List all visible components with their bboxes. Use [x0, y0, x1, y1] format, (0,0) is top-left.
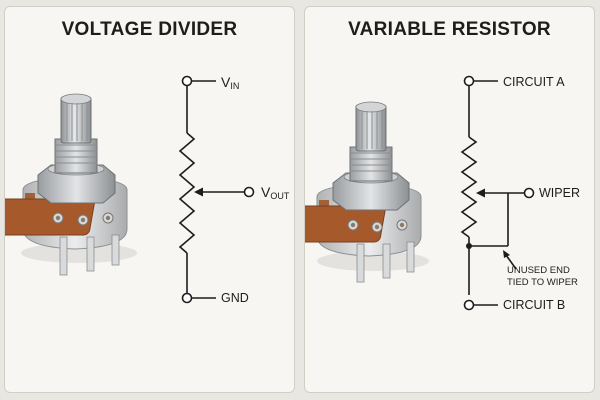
- vout-label: VOUT: [261, 184, 290, 201]
- voltage-divider-schematic: [178, 75, 255, 304]
- note-line-2: TIED TO WIPER: [507, 277, 578, 288]
- variable-resistor-graphic: [305, 75, 535, 311]
- unused-end-note: UNUSED END TIED TO WIPER: [507, 265, 578, 289]
- potentiometer-image: [5, 93, 137, 276]
- variable-resistor-title: VARIABLE RESISTOR: [348, 19, 551, 40]
- potentiometer-image: [305, 101, 429, 283]
- junction-dot: [466, 243, 472, 249]
- variable-resistor-panel: VARIABLE RESISTOR: [304, 6, 595, 393]
- variable-resistor-schematic: [460, 75, 535, 311]
- voltage-divider-panel: VOLTAGE DIVIDER: [4, 6, 295, 393]
- circuit-b-label: CIRCUIT B: [503, 298, 566, 312]
- voltage-divider-graphic: [5, 75, 255, 304]
- circuit-a-label: CIRCUIT A: [503, 75, 565, 89]
- gnd-label: GND: [221, 291, 249, 305]
- vin-label: VIN: [221, 74, 240, 91]
- note-line-1: UNUSED END: [507, 265, 570, 276]
- voltage-divider-title: VOLTAGE DIVIDER: [61, 19, 238, 40]
- wiper-label: WIPER: [539, 186, 580, 200]
